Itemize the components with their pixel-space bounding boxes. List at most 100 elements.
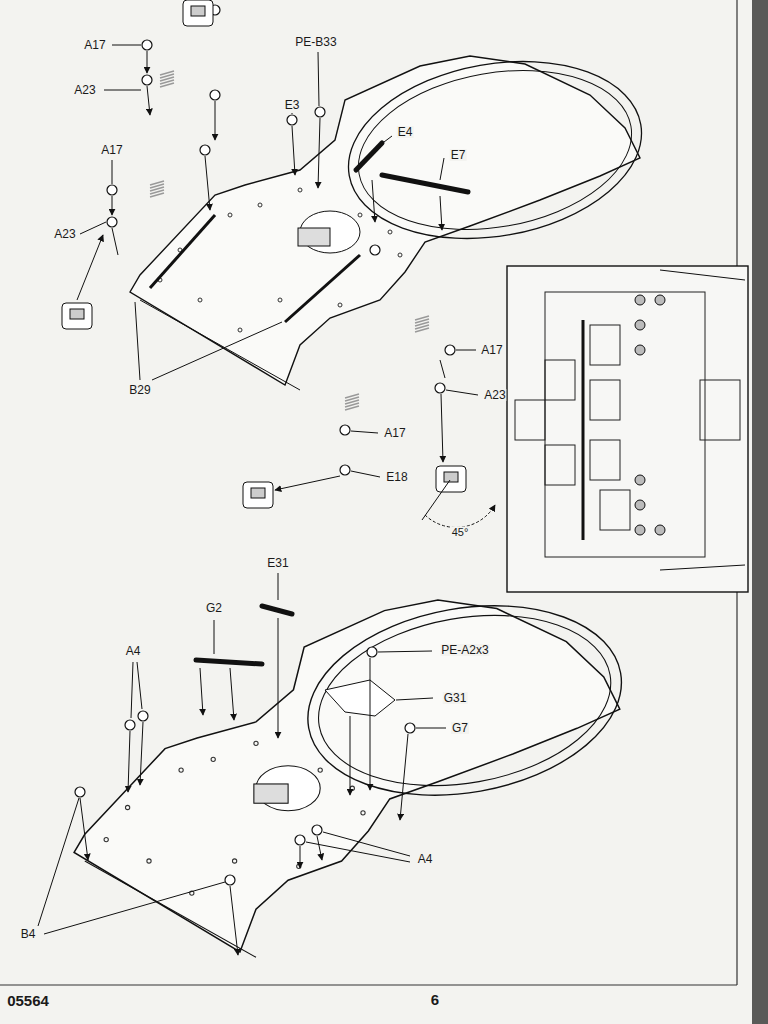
- mount-hole: [179, 768, 183, 772]
- leader-line: [230, 886, 238, 955]
- mount-hole: [350, 786, 354, 790]
- inset-detail: [545, 445, 575, 485]
- leader-line: [205, 156, 210, 210]
- bar-part: [382, 175, 468, 192]
- leader-line: [300, 846, 301, 868]
- small-part: [445, 345, 455, 355]
- leader-line: [370, 658, 371, 790]
- leader-line: [104, 90, 141, 91]
- page-number: 6: [430, 992, 440, 1007]
- inset-detail: [590, 380, 620, 420]
- small-part: [142, 75, 152, 85]
- part-number: E7: [450, 149, 467, 161]
- part-number: G31: [443, 692, 468, 704]
- leader-line: [440, 196, 442, 230]
- small-part: [200, 145, 210, 155]
- part-number: A17: [480, 344, 503, 356]
- part-number: A17: [100, 144, 123, 156]
- bar-part: [356, 143, 382, 170]
- page-edge: [752, 0, 768, 1024]
- subassembly-icon: [243, 482, 273, 508]
- leader-line: [456, 350, 476, 351]
- mount-hole: [388, 230, 392, 234]
- inset-bolt: [655, 525, 665, 535]
- part-number: A17: [83, 39, 106, 51]
- subassembly-icon: [183, 0, 213, 26]
- mount-hole: [318, 768, 322, 772]
- mount-hole: [147, 859, 151, 863]
- leader-line: [400, 734, 408, 820]
- angle-arc: [425, 505, 495, 527]
- leader-line: [80, 222, 106, 234]
- mount-hole: [238, 328, 242, 332]
- small-part: [367, 647, 377, 657]
- leader-line: [372, 180, 375, 222]
- inset-wire: [660, 270, 745, 570]
- leader-line: [147, 86, 150, 115]
- small-part: [435, 383, 445, 393]
- leader-line: [378, 651, 432, 652]
- mount-hole: [361, 811, 365, 815]
- leader-line: [140, 722, 143, 785]
- leader-line: [441, 394, 443, 462]
- hatch-mark: [150, 193, 164, 197]
- turret-ring: [346, 50, 645, 250]
- leader-line: [112, 45, 141, 46]
- bar-part: [262, 606, 292, 614]
- mount-hole: [398, 253, 402, 257]
- part-number: PE-B33: [294, 36, 337, 48]
- leader-line: [112, 160, 113, 184]
- leader-line: [77, 235, 103, 300]
- plate-part: [325, 680, 395, 716]
- mount-hole: [125, 805, 129, 809]
- inset-bolt: [635, 345, 645, 355]
- part-number: PE-A2x3: [440, 644, 489, 656]
- inset-bolt: [635, 295, 645, 305]
- inset-rod: [582, 320, 585, 540]
- leader-line: [292, 126, 295, 175]
- frame-line: [0, 984, 737, 985]
- inset-frame: [507, 266, 748, 592]
- part-number: E18: [385, 471, 408, 483]
- leader-line: [380, 136, 392, 145]
- subassembly-icon: [436, 466, 466, 492]
- leader-line: [230, 668, 234, 720]
- leader-line: [351, 431, 378, 433]
- inset-bolt: [635, 320, 645, 330]
- turret-ring: [305, 594, 624, 808]
- small-part: [125, 720, 135, 730]
- leader-line: [318, 118, 320, 188]
- leader-line: [152, 322, 282, 380]
- part-number: A4: [417, 853, 434, 865]
- bar-part: [196, 660, 262, 664]
- rod-part: [285, 255, 360, 322]
- part-number: 45°: [451, 527, 470, 538]
- part-number: A17: [383, 427, 406, 439]
- turret-ring: [293, 582, 637, 818]
- leader-line: [416, 728, 446, 729]
- subassembly-icon: [62, 303, 92, 329]
- hatch-frame: [298, 228, 330, 246]
- mount-hole: [258, 203, 262, 207]
- angle-arc: [422, 480, 450, 520]
- part-number: E31: [266, 557, 289, 569]
- mount-hole: [211, 757, 215, 761]
- mount-hole: [104, 837, 108, 841]
- leader-line: [38, 798, 79, 926]
- part-number: G2: [205, 602, 223, 614]
- part-number: E4: [397, 126, 414, 138]
- small-part: [107, 185, 117, 195]
- leader-line: [112, 228, 118, 255]
- hatch-frame: [254, 784, 288, 803]
- hatch-mark: [160, 83, 174, 87]
- part-number: A4: [125, 645, 142, 657]
- mount-hole: [278, 298, 282, 302]
- leader-line: [323, 832, 410, 856]
- inset-detail: [700, 380, 740, 440]
- plate-edge: [140, 300, 300, 390]
- subassembly-icon: [444, 472, 458, 482]
- small-part: [295, 835, 305, 845]
- inset-detail: [515, 400, 545, 440]
- part-number: B4: [20, 928, 37, 940]
- leader-line: [44, 882, 225, 934]
